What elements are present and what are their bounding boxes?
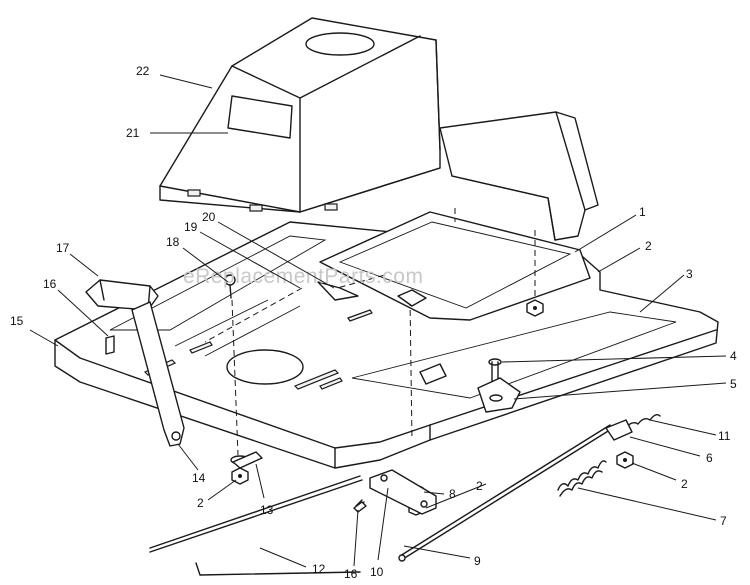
callout-2-right: 2 — [681, 477, 688, 491]
leader-lines — [29, 74, 727, 568]
watermark: eReplacementParts.com — [183, 265, 423, 288]
hex-nut-b — [616, 451, 634, 469]
callout-13: 13 — [260, 503, 274, 517]
callout-5: 5 — [730, 377, 737, 391]
seat-pan-plate — [319, 211, 591, 321]
callout-2: 2 — [645, 239, 652, 253]
spring — [557, 460, 607, 497]
callout-20: 20 — [202, 210, 216, 224]
body-cover-hood — [159, 17, 441, 213]
pedal — [85, 279, 159, 311]
callout-6: 6 — [706, 451, 713, 465]
spring-bracket — [605, 419, 633, 441]
callout-2-mid: 2 — [476, 479, 483, 493]
callout-7: 7 — [720, 514, 727, 528]
assembly-lines — [204, 208, 536, 456]
callout-2-lower: 2 — [197, 496, 204, 510]
callout-19: 19 — [184, 220, 198, 234]
spring-clip — [397, 289, 427, 307]
lower-pin — [353, 499, 367, 513]
deck-hole — [226, 349, 304, 385]
hex-nut-a — [526, 299, 544, 317]
callout-10: 10 — [370, 565, 384, 579]
lower-bracket — [232, 451, 263, 469]
callout-21: 21 — [126, 126, 140, 140]
callout-1: 1 — [639, 205, 646, 219]
deck-slots — [143, 309, 373, 390]
bolt — [488, 358, 502, 385]
seat-backrest — [439, 111, 599, 241]
clip-bracket — [317, 281, 359, 301]
callout-18: 18 — [166, 235, 180, 249]
callout-14: 14 — [192, 471, 206, 485]
callout-4: 4 — [730, 349, 737, 363]
callout-12: 12 — [312, 562, 326, 576]
rod-link — [195, 424, 614, 576]
screw — [224, 274, 236, 299]
callout-15: 15 — [10, 314, 24, 328]
link-plate — [369, 469, 437, 515]
callout-22: 22 — [136, 64, 150, 78]
pin — [105, 335, 115, 355]
callout-labels: 1 2 3 4 5 11 6 2 7 2 8 9 10 16 12 13 2 1… — [10, 64, 737, 581]
pedal-arm — [131, 301, 185, 447]
callout-8: 8 — [449, 487, 456, 501]
callout-3: 3 — [686, 267, 693, 281]
callout-16-upper: 16 — [43, 277, 57, 291]
callout-9: 9 — [474, 554, 481, 568]
rod-long — [149, 475, 363, 553]
callout-16-lower: 16 — [344, 567, 358, 581]
callout-11: 11 — [718, 429, 731, 443]
pivot-bracket — [477, 377, 521, 413]
callout-17: 17 — [56, 241, 70, 255]
deck-tab — [419, 363, 447, 385]
